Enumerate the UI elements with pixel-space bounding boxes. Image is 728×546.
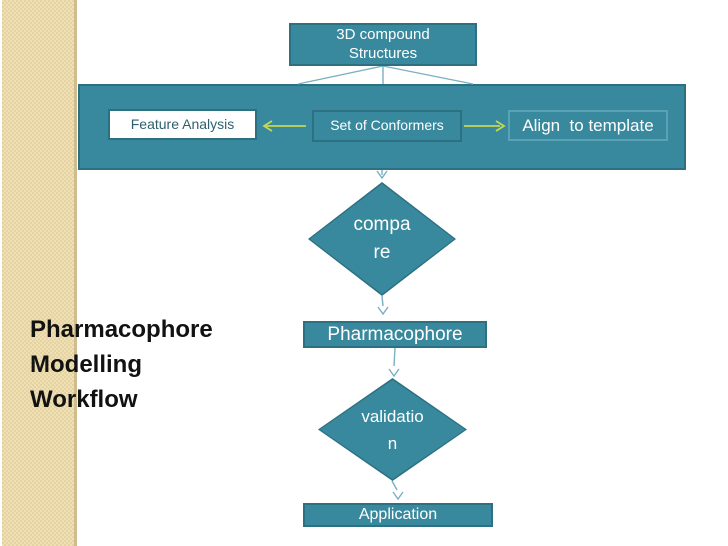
node-feature-analysis-label: Feature Analysis [130,115,235,132]
node-compare-line2: re [373,242,391,263]
connector-compound-left [297,65,384,85]
connector-validation-application [391,480,398,491]
node-pharmacophore: Pharmacophore [303,321,487,348]
connector-pharmacophore-validation [393,347,396,367]
node-3d-compound-line1: 3D compound [336,25,430,43]
side-strip [2,0,77,546]
arrowhead-band-compare [376,170,388,180]
node-align-to-template: Align to template [508,110,668,141]
connector-compound-right [382,65,474,85]
node-pharmacophore-label: Pharmacophore [327,323,463,345]
slide-title-line3: Workflow [30,386,138,413]
node-compare-line1: compa [353,214,411,235]
node-validation-line1: validatio [361,406,424,426]
node-application: Application [303,503,493,527]
node-3d-compound-line2: Structures [348,44,418,62]
node-validation-decision: validatio n [318,378,467,481]
node-validation-line2: n [387,433,398,453]
arrowhead-compare-pharmacophore [377,306,389,316]
node-align-to-template-label: Align to template [522,115,654,135]
node-set-of-conformers-label: Set of Conformers [330,117,444,134]
arrowhead-validation-application [392,491,404,501]
node-application-label: Application [358,506,438,523]
arrowhead-pharmacophore-validation [388,368,400,378]
node-3d-compound-structures: 3D compound Structures [289,23,477,66]
node-feature-analysis: Feature Analysis [108,109,257,140]
slide-title-line2: Modelling [30,351,142,378]
connector-compare-pharmacophore [381,295,384,307]
slide-title-line1: Pharmacophore [30,316,213,343]
slide-title: Pharmacophore Modelling Workflow [30,312,270,417]
node-set-of-conformers: Set of Conformers [312,110,462,142]
node-compare-decision: compa re [308,182,456,296]
